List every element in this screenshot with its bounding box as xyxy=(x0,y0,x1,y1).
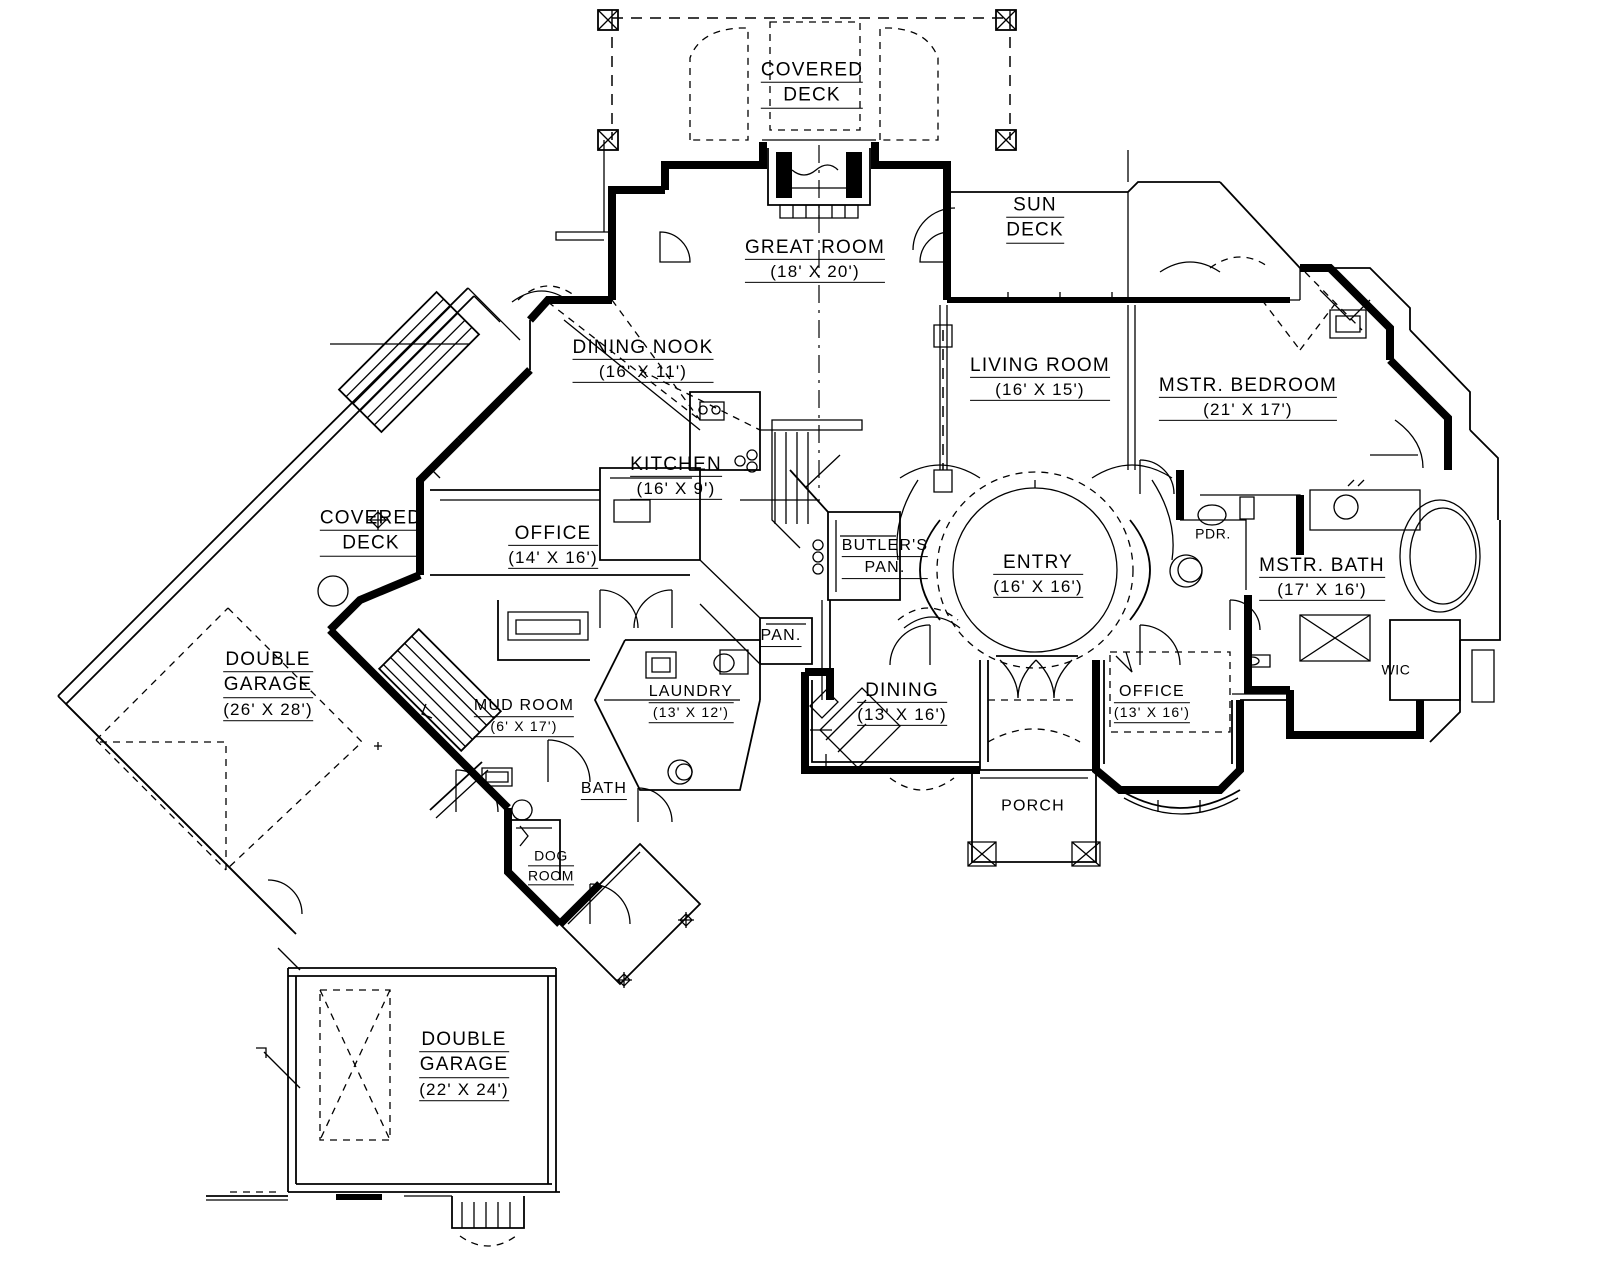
room-label-dog-room: DOG ROOM xyxy=(528,848,574,887)
room-label-double-garage-upper: DOUBLE GARAGE (26' X 28') xyxy=(223,649,313,721)
master-bath-fixtures xyxy=(1169,479,1501,743)
entry-rotunda xyxy=(889,464,1181,699)
butlers-pantry-walls xyxy=(699,454,901,700)
room-dimension: (14' X 16') xyxy=(508,548,598,570)
dining-room-walls xyxy=(801,607,989,791)
room-name-2: DECK xyxy=(319,533,423,557)
room-label-covered-deck-left: COVERED DECK xyxy=(319,508,423,559)
room-name-2: GARAGE xyxy=(223,674,313,698)
room-name: PORCH xyxy=(1001,797,1065,815)
room-name-2: DECK xyxy=(760,85,864,109)
room-dimension: (18' X 20') xyxy=(744,262,886,284)
room-name: GREAT ROOM xyxy=(744,237,886,261)
room-name: PDR. xyxy=(1195,525,1231,542)
room-label-porch: PORCH xyxy=(1001,798,1065,819)
room-name: WIC xyxy=(1381,661,1411,678)
room-label-butlers-pantry: BUTLER'S PAN. xyxy=(841,537,929,581)
room-name: MUD ROOM xyxy=(473,697,575,718)
room-name: MSTR. BATH xyxy=(1259,555,1385,579)
room-dimension: (16' X 9') xyxy=(630,479,722,501)
room-label-laundry: LAUNDRY (13' X 12') xyxy=(648,683,734,723)
room-name: KITCHEN xyxy=(630,454,722,478)
room-name: DOUBLE xyxy=(223,649,313,673)
room-dimension: (13' X 16') xyxy=(1113,704,1191,723)
kitchen-nook-walls xyxy=(416,285,863,629)
room-dimension: (16' X 11') xyxy=(572,362,714,384)
room-name-2: DECK xyxy=(1006,220,1064,244)
room-label-dining-nook: DINING NOOK (16' X 11') xyxy=(572,337,714,384)
room-label-living-room: LIVING ROOM (16' X 15') xyxy=(970,355,1110,402)
room-label-wic: WIC xyxy=(1381,661,1411,682)
room-label-kitchen: KITCHEN (16' X 9') xyxy=(630,454,722,501)
room-name-2: PAN. xyxy=(841,559,929,579)
room-label-double-garage-lower: DOUBLE GARAGE (22' X 24') xyxy=(419,1029,509,1101)
room-name: DOUBLE xyxy=(419,1029,509,1053)
master-bedroom-walls xyxy=(1139,256,1499,520)
room-label-entry: ENTRY (16' X 16') xyxy=(993,552,1083,599)
room-name: PAN. xyxy=(760,627,802,647)
room-name: LIVING ROOM xyxy=(970,355,1110,379)
room-name-2: ROOM xyxy=(528,867,574,886)
room-name-2: GARAGE xyxy=(419,1054,509,1078)
room-name: BATH xyxy=(580,780,628,800)
room-label-mud-room: MUD ROOM (6' X 17') xyxy=(473,697,575,737)
office-right-walls xyxy=(1092,651,1290,815)
service-rooms-walls xyxy=(327,571,761,988)
room-name: LAUNDRY xyxy=(648,683,734,704)
room-name: OFFICE xyxy=(508,523,598,547)
room-name: DOG xyxy=(528,848,574,866)
room-label-pdr: PDR. xyxy=(1195,525,1231,546)
office-left-walls xyxy=(430,369,690,661)
room-label-office-left: OFFICE (14' X 16') xyxy=(508,523,598,570)
room-name: COVERED xyxy=(319,508,423,531)
room-label-great-room: GREAT ROOM (18' X 20') xyxy=(744,237,886,284)
room-label-mstr-bedroom: MSTR. BEDROOM (21' X 17') xyxy=(1158,375,1338,422)
room-dimension: (13' X 16') xyxy=(857,705,947,727)
sun-deck-structure xyxy=(912,181,1301,303)
room-dimension: (6' X 17') xyxy=(473,718,575,737)
room-name: DINING NOOK xyxy=(572,337,714,361)
porch-structure xyxy=(967,699,1101,867)
room-name: ENTRY xyxy=(993,552,1083,576)
room-label-office-right: OFFICE (13' X 16') xyxy=(1113,683,1191,723)
room-label-pantry: PAN. xyxy=(760,627,802,649)
room-label-sun-deck: SUN DECK xyxy=(1006,195,1064,246)
room-dimension: (13' X 12') xyxy=(648,704,734,723)
room-dimension: (21' X 17') xyxy=(1158,400,1338,422)
lower-garage-walls xyxy=(206,967,560,1247)
room-name: SUN xyxy=(1006,195,1064,218)
covered-deck-top-structure xyxy=(597,9,1017,151)
covered-deck-left-structure xyxy=(57,287,521,971)
room-label-covered-deck-top: COVERED DECK xyxy=(760,60,864,111)
room-dimension: (17' X 16') xyxy=(1259,580,1385,602)
living-room-walls xyxy=(933,305,1136,493)
room-name: DINING xyxy=(857,680,947,704)
room-dimension: (16' X 15') xyxy=(970,380,1110,402)
room-name: OFFICE xyxy=(1113,683,1191,704)
room-label-bath: BATH xyxy=(580,780,628,802)
room-label-dining: DINING (13' X 16') xyxy=(857,680,947,727)
room-dimension: (16' X 16') xyxy=(993,577,1083,599)
room-name: COVERED xyxy=(760,60,864,83)
great-room-walls xyxy=(608,142,951,490)
room-label-mstr-bath: MSTR. BATH (17' X 16') xyxy=(1259,555,1385,602)
room-name: BUTLER'S xyxy=(841,537,929,557)
room-dimension: (22' X 24') xyxy=(419,1080,509,1101)
room-name: MSTR. BEDROOM xyxy=(1158,375,1338,399)
room-dimension: (26' X 28') xyxy=(223,700,313,721)
roof-overhang-lines xyxy=(555,10,1129,241)
